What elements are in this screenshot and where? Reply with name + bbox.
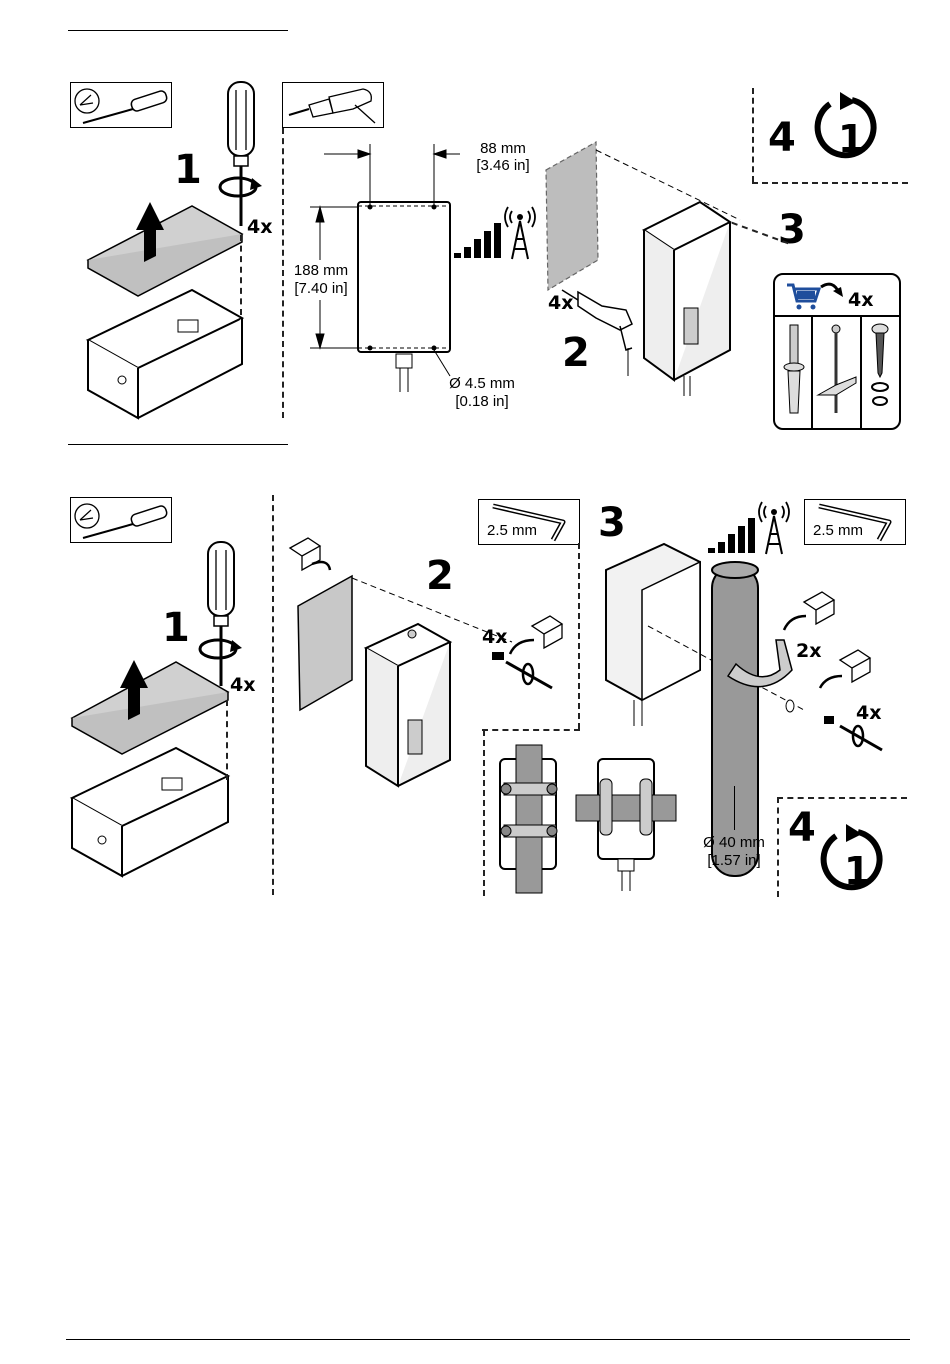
horizontal-pole-orientation-illustration: [575, 758, 677, 891]
repeat-step-icon: [814, 92, 877, 159]
section-a-bottom-rule: [68, 444, 288, 445]
step-b3-number: 3: [598, 500, 626, 546]
step-b3-screw-count: 4x: [856, 702, 882, 724]
screwdriver-icon: [74, 88, 168, 124]
screw-guide-line: [240, 235, 242, 315]
hex-key-icon: [492, 503, 566, 542]
hardware-kit-box: 4x: [773, 273, 901, 430]
step-b2-frame-right: [578, 543, 580, 729]
section-a-top-rule: [68, 30, 288, 31]
toggle-bolt-icon: [816, 324, 857, 413]
anchor-bolt-icon: [783, 324, 805, 414]
step-b4-number: 4: [788, 805, 816, 851]
step-a2-number: 2: [562, 330, 590, 376]
section-a-divider-1: [282, 128, 284, 418]
step-a4-frame-left: [752, 88, 754, 182]
mounting-plate-assembly-illustration: [288, 537, 564, 788]
step-b4-frame-left: [777, 797, 779, 897]
drilling-template-illustration: [545, 140, 741, 396]
drill-icon: [288, 88, 376, 124]
step-b2-number: 2: [426, 553, 454, 599]
step-b4-frame-top: [777, 797, 907, 799]
step-a1-number: 1: [174, 147, 202, 193]
repeat-step-icon: [820, 824, 883, 891]
signal-strength-icon: [454, 206, 536, 260]
screwdriver-tool-box-b: [70, 497, 172, 543]
drill-tool-box: [282, 82, 384, 128]
hex-key-tool-box: 2.5 mm: [478, 499, 580, 545]
orientation-frame-left: [483, 730, 485, 896]
screwdriver-illustration-b: [207, 541, 235, 686]
step-a1-count: 4x: [247, 216, 273, 238]
step-b3-clamp-count: 2x: [796, 640, 822, 662]
hex-key-size-label-b3: 2.5 mm: [813, 522, 864, 539]
pipe-diameter-mm-label: Ø 40 mm: [703, 834, 765, 851]
pole-mount-illustration: [605, 542, 883, 877]
rotate-arrow-icon: [218, 176, 262, 198]
drill-illustration: [561, 289, 633, 376]
step-a4-number: 4: [768, 115, 796, 161]
enclosure-dimension-drawing: [310, 144, 460, 392]
step-b2-frame-bottom: [482, 729, 580, 731]
step-b2-count: 4x: [482, 626, 508, 648]
pipe-diameter-leader: [734, 786, 735, 830]
screw-guide-line-b: [226, 700, 228, 780]
step-b1-number: 1: [162, 605, 190, 651]
hole-mm-label: Ø 4.5 mm: [449, 375, 515, 392]
step-b4-repeat-number: 1: [844, 849, 871, 893]
antenna-tower-icon: [758, 501, 790, 555]
signal-strength-icon: [708, 501, 790, 555]
section-b-divider-1: [272, 495, 274, 895]
step-a3-number: 3: [778, 207, 806, 253]
step-a3-count: 4x: [848, 289, 874, 311]
curved-arrow-icon: [820, 282, 843, 297]
parts-box-icon: [288, 537, 332, 572]
step-b1-count: 4x: [230, 674, 256, 696]
parts-box-icon: [818, 649, 872, 689]
width-in-label: [3.46 in]: [476, 157, 530, 174]
vertical-pole-orientation-illustration: [499, 744, 558, 894]
rotate-arrow-icon: [198, 638, 242, 660]
screwdriver-icon: [74, 503, 168, 539]
step-a4-repeat-number: 1: [838, 117, 865, 161]
screwdriver-illustration: [227, 81, 255, 226]
hex-key-size-label: 2.5 mm: [487, 522, 538, 539]
enclosure-open-illustration-b: [69, 660, 231, 878]
height-in-label: [7.40 in]: [294, 280, 348, 297]
enclosure-open-illustration: [85, 202, 245, 420]
screw-washer-icon: [871, 323, 889, 406]
shopping-cart-icon: [787, 283, 822, 310]
screwdriver-tool-box: [70, 82, 172, 128]
parts-box-icon: [782, 591, 836, 631]
page-footer-rule: [66, 1339, 910, 1340]
pipe-diameter-in-label: [1.57 in]: [707, 852, 761, 869]
hole-in-label: [0.18 in]: [455, 393, 509, 410]
height-mm-label: 188 mm: [293, 262, 349, 279]
hex-key-tool-box-b3: 2.5 mm: [804, 499, 906, 545]
parts-box-icon: [508, 615, 564, 655]
step-a2-count: 4x: [548, 292, 574, 314]
width-mm-label: 88 mm: [480, 140, 526, 157]
antenna-tower-icon: [504, 206, 536, 260]
step-a4-frame-bottom: [752, 182, 908, 184]
hex-key-icon: [818, 503, 892, 542]
